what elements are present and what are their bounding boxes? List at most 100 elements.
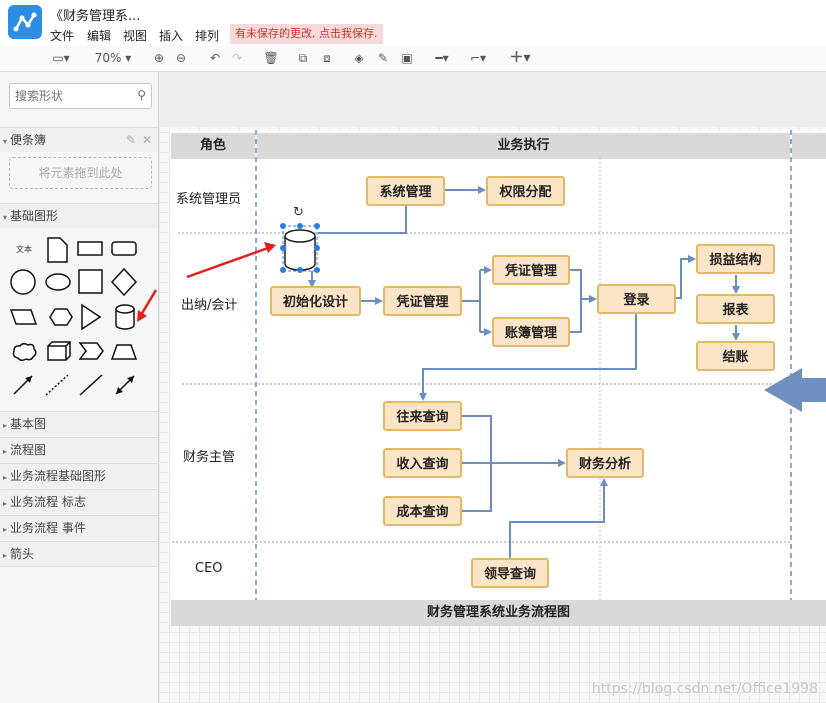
red-annotation-arrow (186, 242, 276, 279)
parallelogram-shape[interactable] (9, 309, 38, 325)
delete-icon[interactable]: 🗑 (263, 51, 279, 65)
node-report[interactable]: 报表 (696, 294, 775, 324)
waypoint-icon[interactable]: ⌐▾ (469, 51, 487, 65)
connector[interactable] (676, 258, 690, 299)
section-label: 基础图形 (10, 209, 59, 223)
triangle-shape[interactable] (81, 303, 102, 331)
rotate-handle-icon[interactable]: ↻ (293, 205, 304, 220)
circle-shape[interactable] (10, 269, 36, 295)
header-business-execution[interactable]: 业务执行 (257, 133, 790, 159)
diamond-shape[interactable] (110, 267, 138, 297)
rectangle-shape[interactable] (77, 241, 103, 256)
section-bp-basic[interactable]: ▸业务流程基础图形 (0, 463, 158, 488)
fill-color-icon[interactable]: ◈ (354, 51, 364, 65)
line-shape[interactable] (79, 374, 103, 396)
zoom-select[interactable]: 70% ▾ (94, 51, 132, 65)
node-cost-query[interactable]: 成本查询 (383, 496, 462, 526)
scratchpad-drop-zone[interactable]: 将元素拖到此处 (9, 157, 152, 189)
menu-file[interactable]: 文件 (50, 29, 75, 43)
cube-shape[interactable] (47, 341, 71, 361)
hexagon-shape[interactable] (49, 308, 73, 326)
connector[interactable] (509, 484, 605, 558)
to-back-icon[interactable]: ⧈ (323, 51, 331, 65)
menu-edit[interactable]: 编辑 (87, 29, 112, 43)
section-label: 基本图 (10, 417, 47, 431)
text-shape[interactable]: 文本 (16, 244, 32, 254)
rounded-rectangle-shape[interactable] (111, 241, 137, 256)
menu-view[interactable]: 视图 (123, 29, 148, 43)
section-label: 流程图 (10, 443, 47, 457)
unsaved-changes-button[interactable]: 有未保存的更改, 点击我保存. (230, 24, 383, 44)
node-login[interactable]: 登录 (597, 284, 676, 314)
redo-icon[interactable]: ↷ (231, 51, 243, 65)
collapse-arrow-icon: ▸ (2, 421, 7, 430)
node-income-query[interactable]: 收入查询 (383, 448, 462, 478)
document-title[interactable]: 《财务管理系... (50, 9, 141, 24)
role-ceo[interactable]: CEO (195, 561, 223, 576)
shape-search: ⚲ (9, 83, 152, 109)
trapezoid-shape[interactable] (110, 344, 138, 360)
node-ar-query[interactable]: 往来查询 (383, 401, 462, 431)
node-system-management[interactable]: 系统管理 (366, 176, 445, 206)
connector[interactable] (570, 269, 582, 333)
node-closing[interactable]: 结账 (696, 341, 775, 371)
zoom-in-icon[interactable]: ⊕ (153, 51, 165, 65)
section-flowchart[interactable]: ▸流程图 (0, 437, 158, 462)
search-icon[interactable]: ⚲ (137, 88, 146, 102)
insert-plus-icon[interactable]: ＋▾ (509, 50, 531, 66)
cloud-shape[interactable] (12, 342, 37, 362)
dashed-line-shape[interactable] (45, 374, 69, 396)
line-color-icon[interactable]: ✎ (377, 51, 389, 65)
ellipse-shape[interactable] (45, 273, 71, 291)
node-ledger-management[interactable]: 账簿管理 (492, 317, 570, 347)
collapse-arrow-icon: ▸ (2, 525, 7, 534)
section-label: 便条簿 (10, 133, 47, 147)
connector[interactable] (422, 314, 637, 395)
collapse-arrow-icon: ▸ (2, 499, 7, 508)
node-voucher-management-2[interactable]: 凭证管理 (492, 255, 570, 285)
step-shape[interactable] (78, 342, 104, 360)
app-logo (8, 5, 42, 39)
role-sysadmin[interactable]: 系统管理员 (176, 192, 242, 207)
node-permission-assign[interactable]: 权限分配 (486, 176, 565, 206)
diagram-footer-title[interactable]: 财务管理系统业务流程图 (171, 600, 826, 626)
node-initial-design[interactable]: 初始化设计 (270, 286, 361, 316)
shadow-icon[interactable]: ▣ (401, 51, 413, 65)
to-front-icon[interactable]: ⧉ (298, 51, 308, 65)
section-label: 业务流程基础图形 (10, 469, 107, 483)
connector[interactable] (318, 204, 407, 234)
section-bp-events[interactable]: ▸业务流程 事件 (0, 515, 158, 540)
format-panel-icon[interactable]: ▭▾ (52, 51, 70, 65)
section-scratchpad[interactable]: ▾便条簿 ✎ ✕ (0, 127, 158, 152)
selected-cylinder-shape[interactable] (280, 223, 320, 273)
node-profit-loss-structure[interactable]: 损益结构 (696, 244, 775, 274)
node-leader-query[interactable]: 领导查询 (471, 558, 549, 588)
node-voucher-management[interactable]: 凭证管理 (383, 286, 462, 316)
large-left-arrow-shape[interactable] (764, 368, 826, 412)
square-shape[interactable] (78, 269, 103, 294)
cylinder-shape[interactable] (115, 309, 135, 330)
page-shape[interactable] (47, 237, 68, 263)
node-financial-analysis[interactable]: 财务分析 (566, 448, 644, 478)
search-input[interactable] (15, 88, 135, 104)
section-arrows[interactable]: ▸箭头 (0, 541, 158, 567)
menu-arrange[interactable]: 排列 (195, 29, 220, 43)
close-icon[interactable]: ✕ (141, 133, 152, 147)
edit-icon[interactable]: ✎ (125, 133, 136, 147)
swimlane-diagram[interactable] (170, 130, 826, 626)
menu-insert[interactable]: 插入 (159, 29, 184, 43)
section-bp-markers[interactable]: ▸业务流程 标志 (0, 489, 158, 514)
zoom-out-icon[interactable]: ⊖ (175, 51, 187, 65)
role-cashier-accountant[interactable]: 出纳/会计 (181, 298, 238, 313)
header-role[interactable]: 角色 (171, 133, 255, 159)
role-finance-manager[interactable]: 财务主管 (183, 450, 236, 465)
section-basic-diagram[interactable]: ▸基本图 (0, 411, 158, 436)
section-label: 业务流程 标志 (10, 495, 86, 509)
line-style-icon[interactable]: ━▾ (435, 51, 449, 65)
undo-icon[interactable]: ↶ (209, 51, 221, 65)
collapse-arrow-icon: ▸ (2, 551, 7, 560)
section-basic-shapes[interactable]: ▾基础图形 (0, 203, 158, 228)
shape-palette: 文本 (9, 237, 138, 396)
collapse-arrow-icon: ▾ (2, 137, 7, 146)
